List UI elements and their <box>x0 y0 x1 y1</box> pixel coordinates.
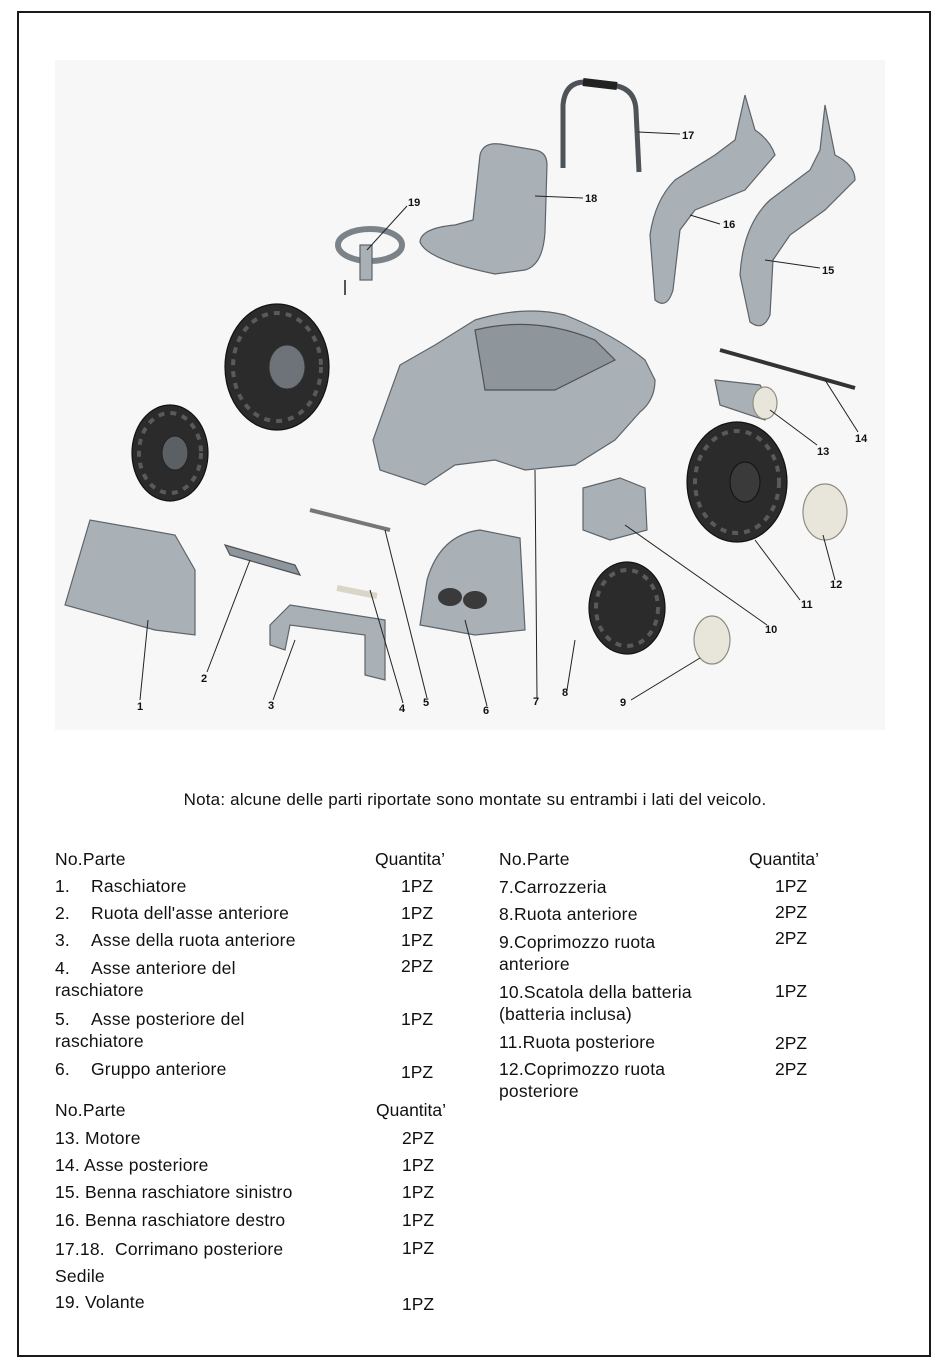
row-qty: 1PZ <box>402 1294 435 1314</box>
label-part-8: 8 <box>562 687 568 699</box>
label-part-19: 19 <box>408 197 420 209</box>
row-qty: 1PZ <box>401 930 434 950</box>
row-qty: 1PZ <box>775 981 808 1001</box>
table-row: 12.Coprimozzo ruota posteriore <box>499 1059 666 1101</box>
label-part-16: 16 <box>723 219 735 231</box>
row-qty: 2PZ <box>775 1059 808 1079</box>
part-19-steering-wheel <box>335 226 405 295</box>
header-qty: Quantita’ <box>749 849 820 869</box>
table-row: 7.Carrozzeria <box>499 877 607 897</box>
table-row: 9.Coprimozzo ruota anteriore <box>499 932 656 974</box>
part-18-seat <box>419 143 548 275</box>
label-part-5: 5 <box>423 697 429 709</box>
label-part-17: 17 <box>682 130 694 142</box>
table-row: 14. Asse posteriore <box>55 1155 209 1175</box>
table-row: 17.18. Corrimano posteriore Sedile <box>55 1239 284 1286</box>
table-row: 13. Motore <box>55 1128 141 1148</box>
row-qty: 1PZ <box>402 1210 435 1230</box>
part-9-front-hubcap <box>693 615 731 665</box>
label-part-15: 15 <box>822 265 834 277</box>
exploded-parts-diagram: 1 2 3 4 5 6 7 8 9 10 11 12 13 14 15 16 1… <box>55 60 885 730</box>
label-part-14: 14 <box>855 433 868 445</box>
part-17-handrail <box>560 79 642 173</box>
part-16-bucket-arm-right <box>649 94 776 304</box>
part-15-bucket-arm-left <box>739 104 856 327</box>
header-no: No. <box>55 849 83 869</box>
part-1-scraper-bucket <box>64 519 196 636</box>
part-8-front-wheel-left <box>131 404 209 502</box>
label-part-10: 10 <box>765 624 777 636</box>
table-left-header: No.Parte <box>55 848 126 870</box>
label-part-6: 6 <box>483 705 489 717</box>
label-part-7: 7 <box>533 696 539 708</box>
part-10-battery-box <box>582 477 648 541</box>
header-qty: Quantita’ <box>376 1100 447 1120</box>
table-row: 3.Asse della ruota anteriore <box>55 930 296 950</box>
row-qty: 2PZ <box>401 956 434 976</box>
row-qty: 1PZ <box>402 1182 435 1202</box>
label-part-1: 1 <box>137 701 143 713</box>
row-qty: 2PZ <box>775 928 808 948</box>
part-11-rear-wheel-top-left <box>224 303 330 431</box>
part-13-motor <box>714 379 778 421</box>
row-qty: 2PZ <box>775 902 808 922</box>
label-part-4: 4 <box>399 703 406 715</box>
row-qty: 1PZ <box>402 1155 435 1175</box>
label-part-3: 3 <box>268 700 274 712</box>
table-row: 5.Asse posteriore del raschiatore <box>55 1009 245 1051</box>
part-8-front-wheel-right <box>588 561 666 655</box>
row-qty: 1PZ <box>401 903 434 923</box>
table-row: 8.Ruota anteriore <box>499 904 638 924</box>
part-4-front-scraper-axle <box>336 585 378 599</box>
part-12-rear-hubcap <box>802 483 848 541</box>
header-qty: Quantita’ <box>375 849 446 869</box>
table-bottom-header: No.Parte <box>55 1100 126 1120</box>
row-qty: 1PZ <box>401 1009 434 1029</box>
table-row: 1.Raschiatore <box>55 876 187 896</box>
row-qty: 1PZ <box>401 1062 434 1082</box>
table-row: 2.Ruota dell'asse anteriore <box>55 903 290 923</box>
part-3-front-wheel-axle <box>269 604 386 681</box>
part-6-front-group <box>419 529 526 636</box>
part-11-rear-wheel-right <box>686 421 788 543</box>
row-qty: 2PZ <box>775 1033 808 1053</box>
table-right-header: No.Parte <box>499 849 570 869</box>
assembly-note: Nota: alcune delle parti riportate sono … <box>183 790 767 809</box>
table-row: 19. Volante <box>55 1292 145 1312</box>
label-part-9: 9 <box>620 697 626 709</box>
part-14-rear-axle <box>719 348 856 390</box>
page-border <box>17 11 931 1357</box>
label-part-2: 2 <box>201 673 207 685</box>
part-5-rear-scraper-axle <box>309 508 391 532</box>
part-2-front-axle-wheel <box>223 544 302 576</box>
label-part-11: 11 <box>801 599 813 611</box>
header-part: Parte <box>82 849 126 869</box>
table-row: 10.Scatola della batteria (batteria incl… <box>499 982 692 1024</box>
table-row: 11.Ruota posteriore <box>499 1032 656 1052</box>
row-qty: 1PZ <box>402 1238 435 1258</box>
table-row: 6.Gruppo anteriore <box>55 1059 227 1079</box>
row-qty: 1PZ <box>401 876 434 896</box>
label-part-13: 13 <box>817 446 829 458</box>
row-qty: 1PZ <box>775 876 808 896</box>
table-row: 16. Benna raschiatore destro <box>55 1210 286 1230</box>
label-part-18: 18 <box>585 193 597 205</box>
table-row: 4.Asse anteriore del raschiatore <box>55 958 236 1000</box>
row-qty: 2PZ <box>402 1128 435 1148</box>
table-row: 15. Benna raschiatore sinistro <box>55 1182 293 1202</box>
label-part-12: 12 <box>830 579 842 591</box>
